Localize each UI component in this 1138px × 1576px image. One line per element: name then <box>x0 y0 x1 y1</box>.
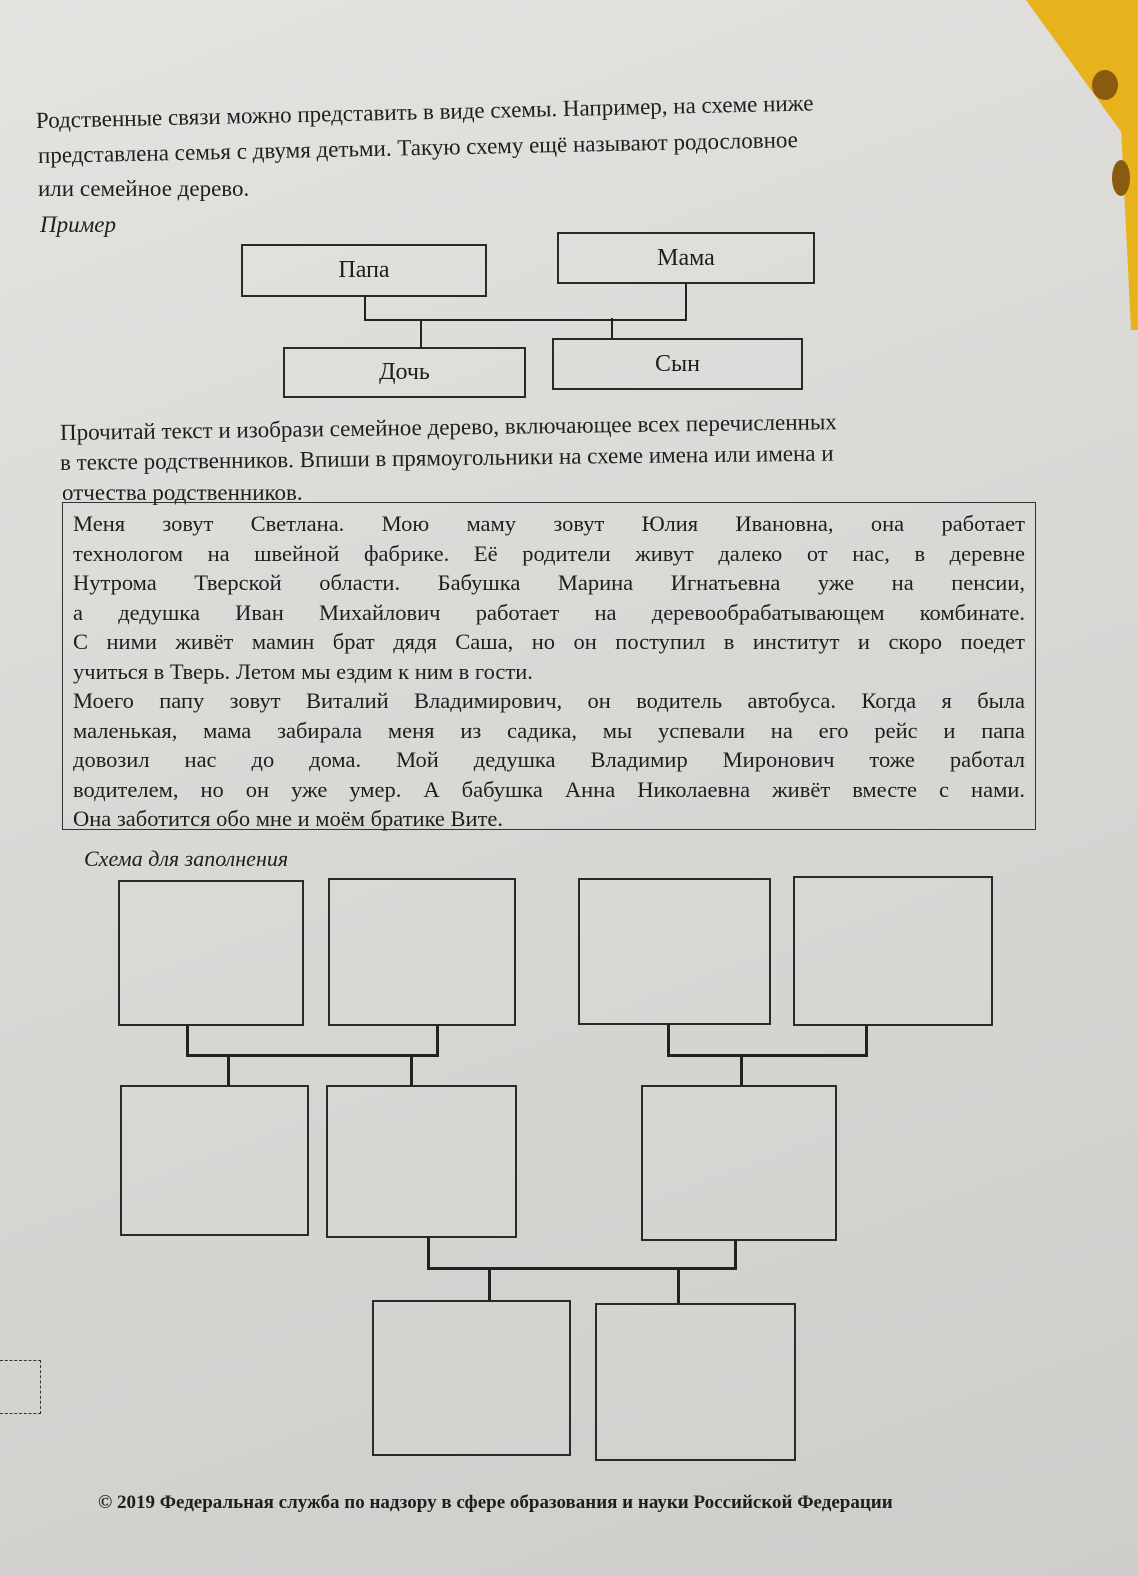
connector <box>186 1054 439 1057</box>
blank-box-grandparent-4[interactable] <box>793 876 993 1026</box>
connector <box>865 1025 868 1057</box>
blank-box-grandparent-2[interactable] <box>328 878 516 1026</box>
example-daughter-box: Дочь <box>283 347 526 398</box>
scheme-label: Схема для заполнения <box>84 846 289 871</box>
story-line: довозил нас до дома. Мой дедушка Владими… <box>73 747 1025 772</box>
task-line: отчества родственников. <box>62 480 303 505</box>
story-text-box: Меня зовут Светлана. Мою маму зовут Юлия… <box>62 502 1036 831</box>
blank-box-child-2[interactable] <box>595 1303 796 1461</box>
fabric-spot <box>1112 160 1130 196</box>
example-father-box: Папа <box>241 244 487 297</box>
blank-box-child-1[interactable] <box>372 1300 571 1456</box>
connector <box>420 320 422 347</box>
blank-box-parent-generation-1[interactable] <box>120 1085 309 1236</box>
connector <box>427 1237 430 1270</box>
connector <box>410 1055 413 1086</box>
example-label: Пример <box>40 212 116 237</box>
blank-box-parent-generation-3[interactable] <box>641 1085 837 1241</box>
connector <box>685 284 687 320</box>
connector <box>364 319 687 321</box>
footer-copyright: © 2019 Федеральная служба по надзору в с… <box>98 1492 893 1513</box>
blank-box-grandparent-1[interactable] <box>118 880 304 1026</box>
connector <box>436 1025 439 1057</box>
blank-box-parent-generation-2[interactable] <box>326 1085 517 1238</box>
example-father-label: Папа <box>338 257 390 283</box>
connector <box>734 1240 737 1270</box>
example-son-label: Сын <box>655 350 700 377</box>
story-line: технологом на швейной фабрике. Её родите… <box>73 540 1025 566</box>
connector <box>677 1268 680 1304</box>
story-line: а дедушка Иван Михайлович работает на де… <box>73 599 1025 625</box>
intro-line: представлена семья с двумя детьми. Такую… <box>37 127 799 168</box>
story-line: маленькая, мама забирала меня из садика,… <box>73 717 1025 743</box>
story-line: Нутрома Тверской области. Бабушка Марина… <box>73 570 1025 595</box>
task-line: Прочитай текст и изобрази семейное дерев… <box>59 409 837 445</box>
connector <box>740 1055 743 1086</box>
task-line: в тексте родственников. Впиши в прямоуго… <box>59 440 834 475</box>
example-mother-label: Мама <box>657 244 715 271</box>
story-line: С ними живёт мамин брат дядя Саша, но он… <box>73 629 1025 654</box>
intro-line: или семейное дерево. <box>38 176 250 201</box>
connector <box>186 1025 189 1057</box>
connector <box>488 1268 491 1301</box>
connector <box>364 297 366 321</box>
connector <box>667 1024 670 1057</box>
blank-box-grandparent-3[interactable] <box>578 878 771 1025</box>
story-line: учиться в Тверь. Летом мы ездим к ним в … <box>73 658 533 684</box>
story-line: Она заботится обо мне и моём братике Вит… <box>73 806 504 831</box>
fabric-spot <box>1092 70 1118 100</box>
example-daughter-label: Дочь <box>379 359 430 385</box>
answer-field-margin <box>0 1360 41 1414</box>
connector <box>427 1267 737 1270</box>
example-son-box: Сын <box>552 338 803 390</box>
connector <box>227 1055 230 1086</box>
story-line: водителем, но он уже умер. А бабушка Анн… <box>73 776 1025 802</box>
connector <box>611 318 613 338</box>
example-mother-box: Мама <box>557 232 815 284</box>
connector <box>667 1054 868 1057</box>
story-line: Моего папу зовут Виталий Владимирович, о… <box>73 688 1025 713</box>
story-line: Меня зовут Светлана. Мою маму зовут Юлия… <box>73 511 1025 536</box>
intro-line: Родственные связи можно представить в ви… <box>35 90 814 133</box>
